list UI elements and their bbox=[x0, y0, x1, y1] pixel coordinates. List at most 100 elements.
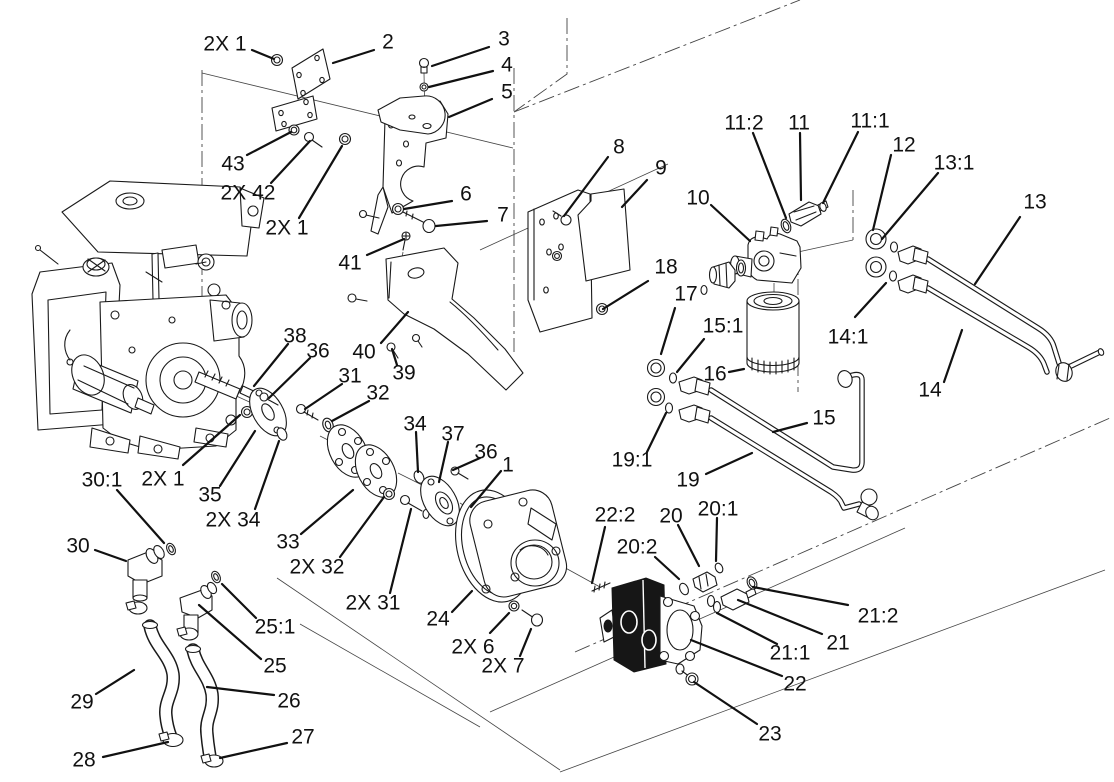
nut-4 bbox=[419, 82, 429, 92]
nut-6 bbox=[391, 202, 405, 216]
callout-label: 28 bbox=[72, 749, 95, 772]
callout-label: 14 bbox=[918, 379, 942, 402]
callout-leader bbox=[245, 130, 293, 157]
engine-assembly bbox=[31, 180, 265, 460]
callout-leader bbox=[299, 488, 355, 536]
o-ring-15-1 bbox=[668, 372, 678, 384]
callout-leader bbox=[430, 45, 491, 68]
callout-leader bbox=[714, 516, 719, 563]
callout-leader bbox=[675, 337, 706, 374]
callout-label: 10 bbox=[686, 187, 709, 210]
callout-label: 2X 1 bbox=[141, 468, 184, 491]
fitting-20 bbox=[692, 571, 718, 593]
callout-label: 11 bbox=[788, 112, 810, 135]
callout-label: 40 bbox=[352, 341, 375, 364]
callout-label: 43 bbox=[221, 153, 244, 176]
callout-leader bbox=[736, 598, 824, 636]
tube-13-14 bbox=[897, 245, 1105, 382]
callout-leader bbox=[709, 203, 752, 243]
callout-leader bbox=[250, 48, 276, 61]
callout-leader bbox=[469, 469, 503, 509]
hose-group bbox=[125, 542, 224, 768]
callout-label: 33 bbox=[276, 531, 299, 554]
callout-label: 17 bbox=[674, 283, 697, 306]
callout-label: 22 bbox=[783, 673, 806, 696]
screw bbox=[411, 333, 423, 348]
callout-label: 13:1 bbox=[934, 152, 975, 175]
mount-bracket bbox=[358, 57, 449, 251]
callout-label: 19:1 bbox=[612, 449, 653, 472]
callout-label: 2X 32 bbox=[290, 556, 345, 579]
callout-leader bbox=[715, 611, 779, 646]
callout-leader bbox=[659, 306, 677, 356]
coupling-disc-33-b bbox=[354, 444, 398, 498]
callout-leader bbox=[727, 367, 746, 374]
small-bolt bbox=[358, 209, 380, 219]
fuel-filter-group bbox=[700, 200, 899, 375]
callout-label: 5 bbox=[501, 81, 513, 104]
callout-label: 27 bbox=[291, 726, 314, 749]
washer-34-a bbox=[276, 427, 288, 441]
callout-leader bbox=[390, 347, 399, 367]
callout-label: 2X 6 bbox=[451, 636, 494, 659]
callout-leader bbox=[692, 680, 759, 726]
callout-label: 15 bbox=[812, 407, 835, 430]
callout-label: 21:1 bbox=[770, 642, 811, 665]
callout-label: 2X 1 bbox=[265, 217, 308, 240]
callout-leader bbox=[379, 310, 410, 345]
callout-label: 36 bbox=[474, 441, 497, 464]
bolt-3 bbox=[418, 57, 430, 74]
callout-leader bbox=[451, 456, 482, 472]
mounting-plate-2 bbox=[270, 48, 352, 148]
bolt-42 bbox=[303, 131, 323, 148]
callout-label: 2X 42 bbox=[221, 182, 276, 205]
o-ring-19-1 bbox=[664, 402, 674, 414]
callout-label: 24 bbox=[426, 608, 450, 631]
coupling-group bbox=[240, 387, 477, 527]
callout-leader bbox=[798, 131, 803, 202]
gear-pump-22 bbox=[591, 577, 703, 686]
callout-label: 41 bbox=[338, 252, 361, 275]
callout-label: 2X 7 bbox=[481, 655, 524, 678]
callout-leader bbox=[269, 139, 312, 185]
callout-leader bbox=[562, 155, 610, 218]
callout-leader bbox=[689, 638, 784, 678]
callout-leader bbox=[338, 495, 386, 559]
callout-leader bbox=[704, 451, 754, 476]
fitting-21 bbox=[720, 587, 757, 611]
tube-15-19 bbox=[646, 358, 879, 521]
callout-leader bbox=[197, 603, 263, 661]
callout-label: 3 bbox=[498, 28, 510, 51]
callout-label: 1 bbox=[502, 454, 514, 477]
callout-leader bbox=[676, 523, 701, 568]
callout-label: 9 bbox=[655, 157, 667, 180]
o-ring-30-1 bbox=[166, 542, 176, 556]
callout-label: 7 bbox=[497, 204, 509, 227]
callout-label: 4 bbox=[501, 54, 513, 77]
callout-leader bbox=[751, 585, 850, 607]
callout-leader bbox=[267, 356, 312, 400]
callout-label: 18 bbox=[654, 256, 677, 279]
callout-label: 13 bbox=[1023, 191, 1046, 214]
hose-clamp bbox=[125, 600, 148, 615]
nut-2x1-a bbox=[270, 53, 284, 67]
callout-leader bbox=[437, 440, 450, 484]
o-ring-20-1 bbox=[714, 562, 724, 574]
callout-leader bbox=[447, 97, 494, 119]
nut-2x1-b bbox=[338, 132, 352, 146]
callout-label: 11:1 bbox=[850, 110, 889, 133]
callout-leader bbox=[93, 548, 128, 563]
callout-label: 26 bbox=[277, 690, 300, 713]
bolt-2x7 bbox=[521, 609, 544, 627]
callout-leader bbox=[303, 382, 344, 411]
screw-41 bbox=[401, 231, 411, 251]
bolt-2x31 bbox=[399, 494, 430, 520]
callout-label: 2X 31 bbox=[346, 592, 401, 615]
callout-label: 36 bbox=[306, 340, 329, 363]
callout-leader bbox=[402, 199, 454, 211]
callout-label: 34 bbox=[403, 413, 427, 436]
callout-leader bbox=[771, 421, 809, 434]
callout-leader bbox=[450, 589, 474, 614]
callout-leader bbox=[427, 69, 495, 89]
bearing-flange-37 bbox=[420, 475, 460, 527]
